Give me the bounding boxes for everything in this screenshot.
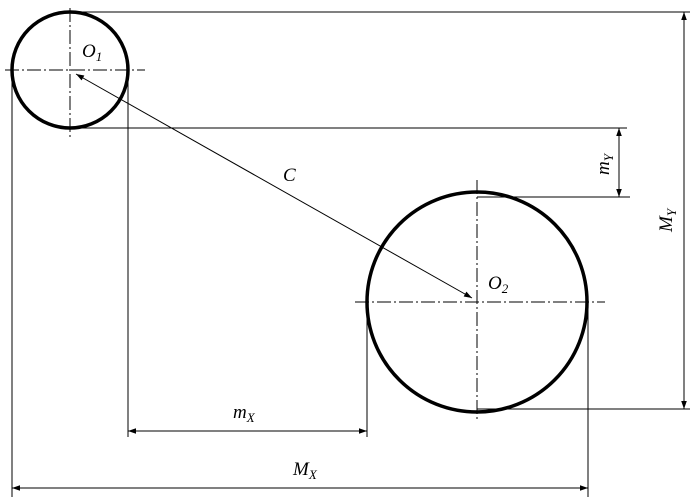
label-c: C xyxy=(283,165,296,186)
label-o2: O2 xyxy=(488,273,509,296)
label-o1: O1 xyxy=(82,41,102,64)
label-my: mY xyxy=(593,152,616,175)
label-Mx: MX xyxy=(292,459,318,482)
label-My: MY xyxy=(656,207,679,233)
dimension-line-c xyxy=(75,73,473,299)
label-mx: mX xyxy=(233,402,256,425)
center-lines xyxy=(5,8,605,420)
extension-lines xyxy=(11,11,690,497)
